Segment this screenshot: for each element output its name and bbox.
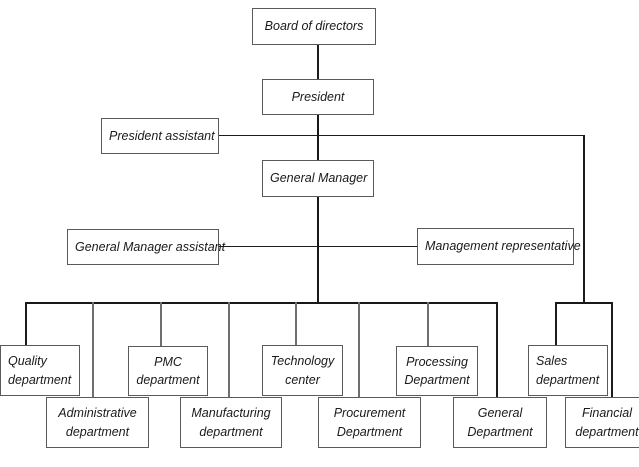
node-label: Board of directors [264,19,364,34]
node-label: General Manager assistant [75,239,226,254]
connector-gm-assistant-lane [218,246,418,247]
connector-drop-sales [555,302,557,346]
connector-drop-manufacturing [228,302,230,398]
node-financial-department[interactable]: Financial department [565,397,639,448]
connector-president-assistant-lane [218,135,584,136]
node-label-line-1: Quality [8,354,47,369]
node-processing-department[interactable]: Processing Department [396,346,478,396]
connector-drop-quality [25,302,27,346]
node-label: President assistant [109,128,215,143]
node-label-line-2: Department [404,373,470,387]
node-label-line-1: Financial [581,406,633,421]
node-administrative-department[interactable]: Administrative department [46,397,149,448]
connector-drop-processing [427,302,429,347]
connector-drop-procurement [358,302,360,398]
node-label-line-2: department [136,373,200,387]
node-label-line-1: Sales [536,354,568,369]
node-general-department[interactable]: General Department [453,397,547,448]
node-label-line-1: PMC [154,354,182,369]
node-label-line-2: center [285,372,320,387]
node-general-manager-assistant[interactable]: General Manager assistant [67,229,225,265]
connector-department-bus [25,302,498,304]
node-president-assistant[interactable]: President assistant [101,118,219,154]
node-manufacturing-department[interactable]: Manufacturing department [180,397,282,448]
node-management-representative[interactable]: Management representative [417,228,581,265]
node-label-line-1: General [477,406,523,421]
node-label-line-1: Procurement [333,406,406,421]
connector-drop-technology [295,302,297,346]
connector-assistant-lane-right-drop [583,135,585,302]
node-label-line-2: department [575,424,639,439]
connector-sales-financial-bus [555,302,613,304]
node-label-line-2: department [65,424,130,439]
connector-general-manager-trunk [317,196,319,302]
node-label-line-1: Technology [270,354,335,369]
connector-president-to-general-manager [317,114,319,160]
node-board-of-directors[interactable]: Board of directors [252,8,376,45]
connector-drop-general-department [496,302,498,398]
node-label: President [291,89,345,104]
connector-drop-financial [611,302,613,398]
node-president[interactable]: President [262,79,374,115]
node-procurement-department[interactable]: Procurement Department [318,397,421,448]
node-quality-department[interactable]: Quality department [0,345,80,396]
node-label-line-2: department [199,424,263,439]
node-label-line-1: Processing [406,354,468,369]
node-general-manager[interactable]: General Manager [262,160,374,197]
node-label-line-1: Manufacturing [191,406,271,421]
connector-drop-pmc [160,302,162,347]
node-label: Management representative [425,239,581,254]
node-pmc-department[interactable]: PMC department [128,346,208,396]
node-label-line-2: Department [336,424,403,439]
node-label-line-2: department [536,372,600,387]
node-label-line-2: Department [467,424,533,439]
node-label: General Manager [270,171,368,186]
connector-drop-administrative [92,302,94,398]
node-label-line-2: department [8,372,72,387]
connector-board-to-president [317,44,319,79]
node-technology-center[interactable]: Technology center [262,345,343,396]
node-sales-department[interactable]: Sales department [528,345,608,396]
node-label-line-1: Administrative [58,406,137,421]
